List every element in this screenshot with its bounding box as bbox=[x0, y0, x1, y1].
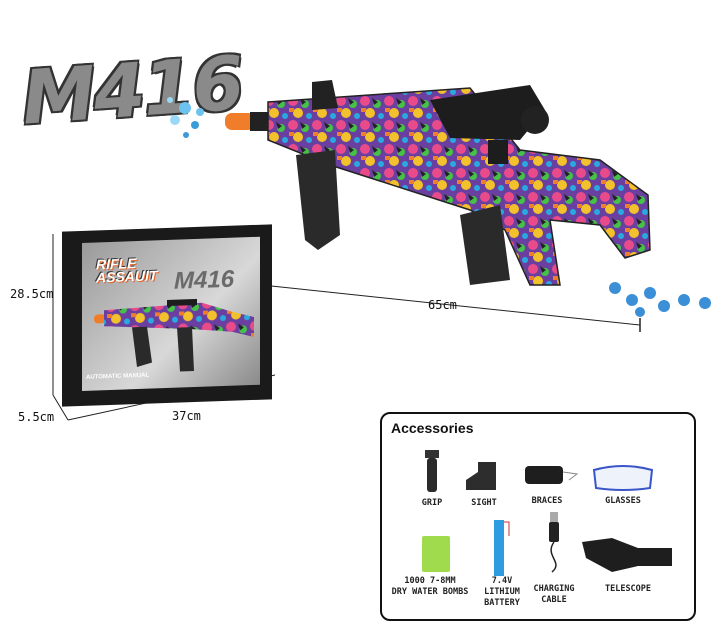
accessory-label: 1000 7-8MM DRY WATER BOMBS bbox=[391, 576, 469, 597]
box-depth-label: 5.5cm bbox=[18, 410, 55, 424]
grip-icon bbox=[425, 450, 439, 492]
accessory-label: GLASSES bbox=[605, 496, 641, 506]
accessory-label: GRIP bbox=[421, 498, 443, 508]
box-height-label: 28.5cm bbox=[10, 287, 54, 301]
sight-icon bbox=[466, 462, 496, 490]
box-title-line2: ASSAUIT bbox=[96, 267, 158, 286]
box-model: M416 bbox=[174, 265, 235, 295]
accessory-label: BRACES bbox=[531, 496, 563, 506]
scope-icon bbox=[582, 538, 672, 572]
goggles-icon bbox=[592, 465, 654, 491]
water-splash-icon bbox=[167, 97, 204, 138]
box-title: RIFLE ASSAUIT bbox=[96, 255, 158, 286]
gel-beads-icon bbox=[609, 282, 711, 317]
box-width-label: 37cm bbox=[172, 409, 201, 423]
accessory-label: TELESCOPE bbox=[604, 584, 652, 594]
strap-icon bbox=[525, 466, 579, 484]
battery-icon bbox=[494, 520, 510, 576]
gun-length-label: 65cm bbox=[428, 298, 457, 312]
accessory-label: CHARGING CABLE bbox=[533, 584, 575, 605]
product-box-image: RIFLE ASSAUIT M416 AUTOMATIC MANUAL bbox=[62, 224, 272, 407]
gel-bead-pack-icon bbox=[422, 536, 450, 572]
accessories-panel: Accessories GRIP SIGHT BRACES GLASSES 10… bbox=[380, 412, 696, 621]
accessory-label: SIGHT bbox=[471, 498, 497, 508]
usb-cable-icon bbox=[549, 512, 559, 573]
accessories-heading: Accessories bbox=[391, 420, 474, 436]
box-gun-image bbox=[94, 296, 254, 372]
accessory-label: 7.4V LITHIUM BATTERY bbox=[484, 576, 520, 608]
